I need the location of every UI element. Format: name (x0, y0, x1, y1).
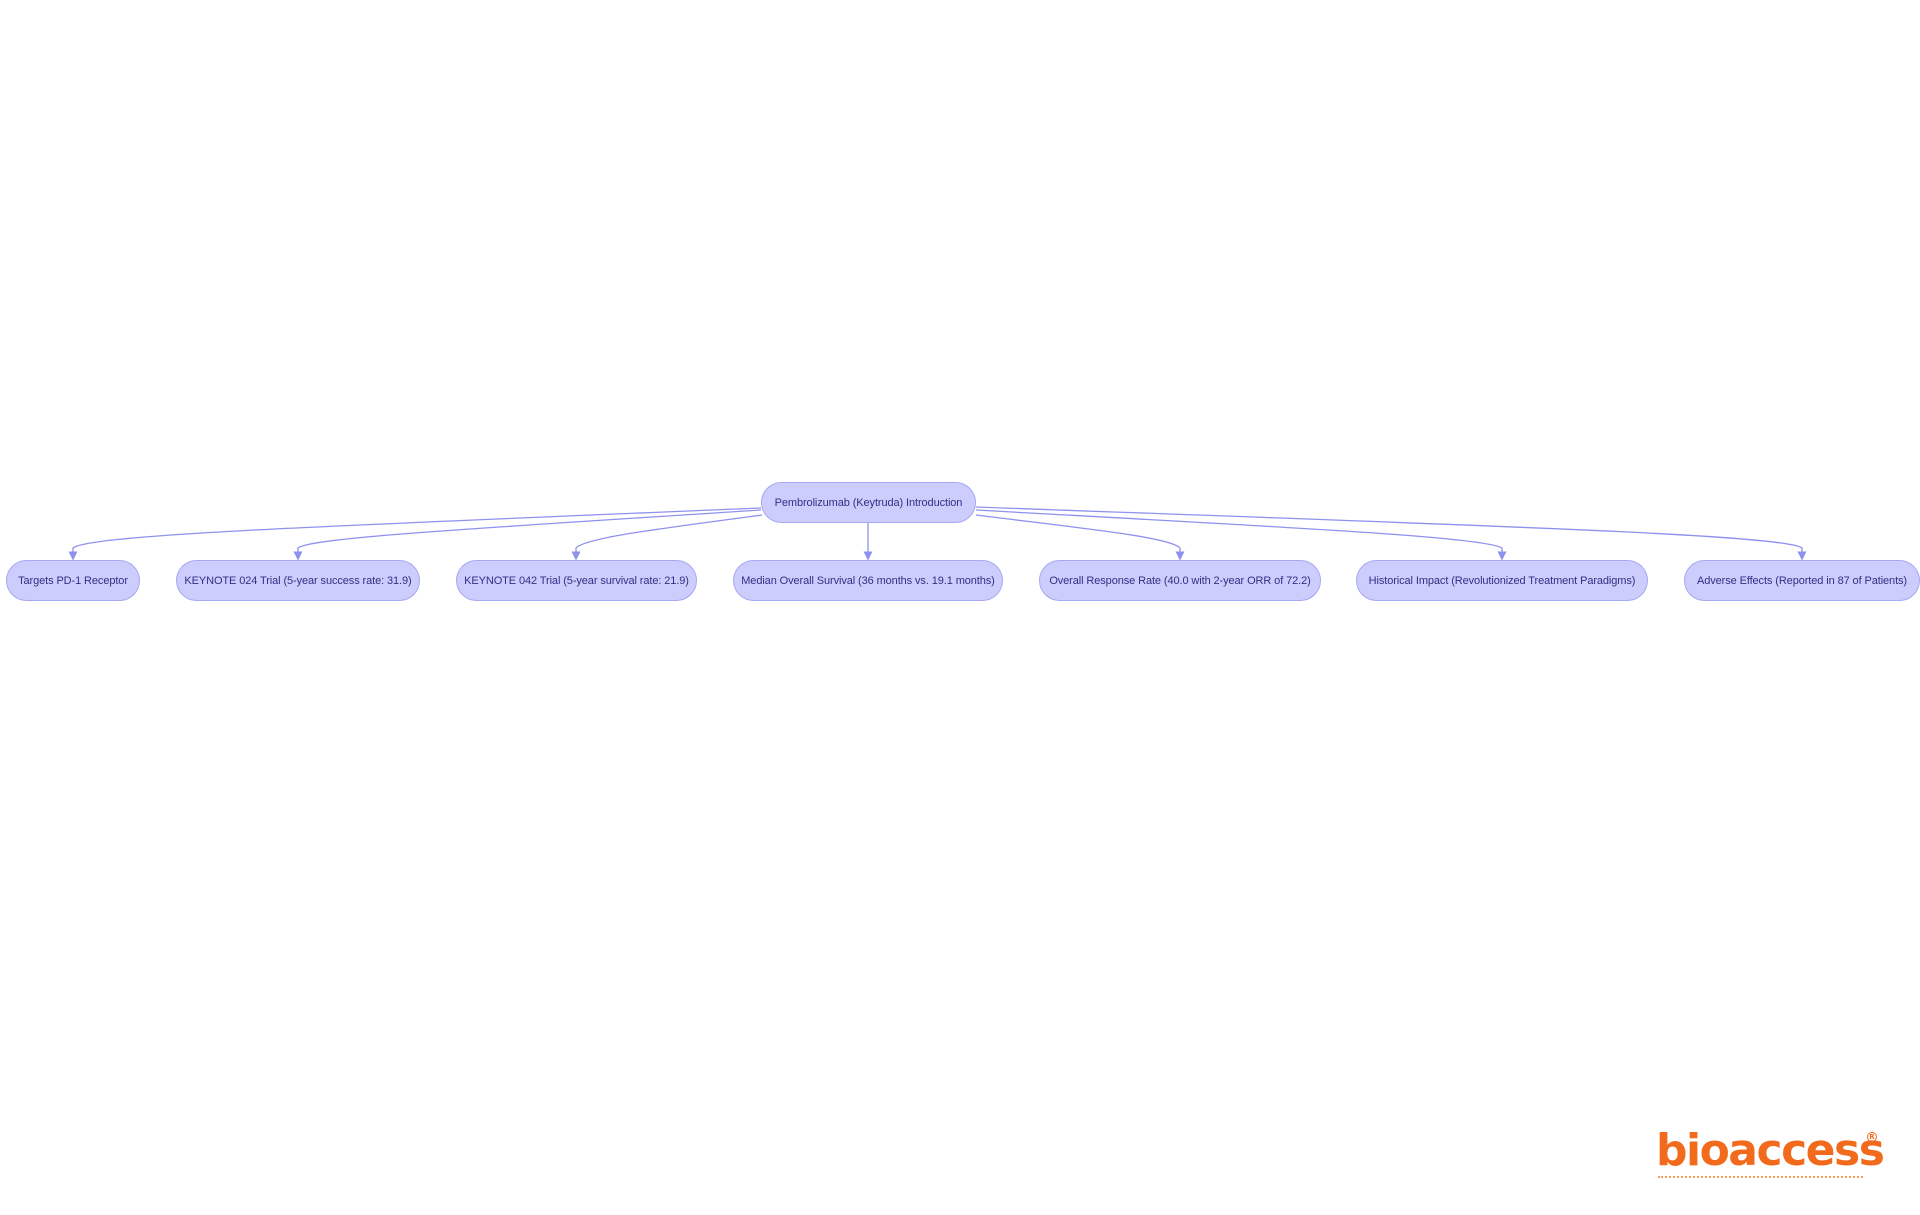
root-node: Pembrolizumab (Keytruda) Introduction (761, 482, 976, 523)
child-node-keynote-042: KEYNOTE 042 Trial (5-year survival rate:… (456, 560, 697, 601)
child-node-label: Targets PD-1 Receptor (18, 574, 128, 587)
child-node-response-rate: Overall Response Rate (40.0 with 2-year … (1039, 560, 1321, 601)
child-node-historical-impact: Historical Impact (Revolutionized Treatm… (1356, 560, 1648, 601)
child-node-label: Overall Response Rate (40.0 with 2-year … (1049, 574, 1311, 587)
edge-root-to-child-4 (975, 514, 1185, 561)
child-node-label: Historical Impact (Revolutionized Treatm… (1368, 574, 1636, 587)
child-node-label: KEYNOTE 024 Trial (5-year success rate: … (184, 574, 412, 587)
edge-root-to-child-0 (68, 507, 762, 561)
logo-wordmark: bioaccess (1656, 1125, 1885, 1176)
edge-root-to-child-1 (293, 509, 762, 561)
root-node-label: Pembrolizumab (Keytruda) Introduction (774, 496, 963, 509)
bioaccess-logo: bioaccess R (1656, 1128, 1885, 1184)
edge-root-to-child-5 (975, 509, 1507, 561)
child-node-targets: Targets PD-1 Receptor (6, 560, 140, 601)
child-node-adverse-effects: Adverse Effects (Reported in 87 of Patie… (1684, 560, 1920, 601)
child-node-keynote-024: KEYNOTE 024 Trial (5-year success rate: … (176, 560, 420, 601)
child-node-median-survival: Median Overall Survival (36 months vs. 1… (733, 560, 1003, 601)
registered-icon: R (1867, 1132, 1877, 1142)
logo-tagline-decoration (1658, 1176, 1863, 1181)
edge-root-to-child-6 (975, 506, 1807, 561)
child-node-label: KEYNOTE 042 Trial (5-year survival rate:… (464, 574, 689, 587)
child-node-label: Adverse Effects (Reported in 87 of Patie… (1696, 574, 1907, 587)
child-node-label: Median Overall Survival (36 months vs. 1… (741, 574, 995, 587)
edge-root-to-child-2 (571, 514, 763, 561)
